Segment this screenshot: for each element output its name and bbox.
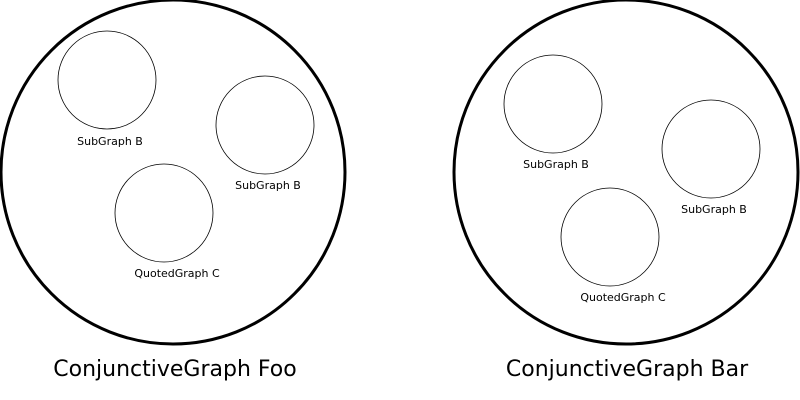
quotedgraph-c-label: QuotedGraph C bbox=[580, 291, 666, 304]
conjunctive-graph-bar-circle bbox=[452, 0, 800, 346]
subgraph-b-label: SubGraph B bbox=[681, 203, 747, 216]
conjunctive-graph-bar: SubGraph B SubGraph B QuotedGraph C Conj… bbox=[452, 0, 800, 382]
subgraph-b-label: SubGraph B bbox=[523, 158, 589, 171]
subgraph-b-label: SubGraph B bbox=[77, 135, 143, 148]
quotedgraph-c-label: QuotedGraph C bbox=[134, 267, 220, 280]
quotedgraph-c-circle bbox=[114, 163, 214, 263]
conjunctive-graph-bar-title: ConjunctiveGraph Bar bbox=[506, 357, 749, 382]
subgraph-b-circle bbox=[661, 99, 761, 199]
quotedgraph-c-circle bbox=[560, 187, 660, 287]
subgraph-b-circle bbox=[503, 54, 603, 154]
subgraph-b-circle bbox=[57, 30, 157, 130]
conjunctive-graph-foo: SubGraph B SubGraph B QuotedGraph C Conj… bbox=[0, 0, 347, 382]
conjunctive-graph-foo-title: ConjunctiveGraph Foo bbox=[53, 357, 296, 382]
subgraph-b-circle bbox=[215, 75, 315, 175]
subgraph-b-label: SubGraph B bbox=[235, 179, 301, 192]
conjunctive-graph-foo-circle bbox=[0, 0, 347, 346]
